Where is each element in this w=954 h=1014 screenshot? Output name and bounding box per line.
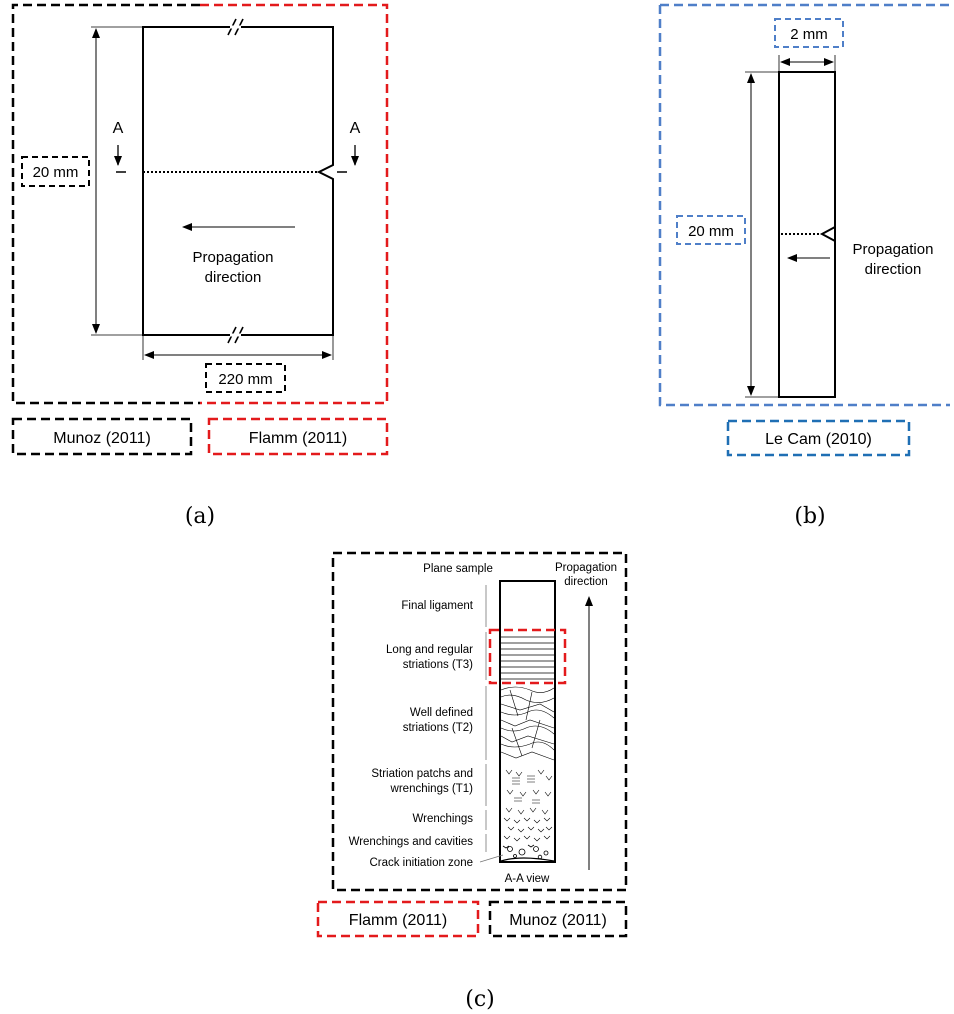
break-mark-top bbox=[227, 18, 244, 36]
height-label-box-b bbox=[676, 215, 746, 245]
zone-label-t1-1: Striation patchs and bbox=[371, 768, 473, 780]
propagation-label-b-1: Propagation bbox=[853, 241, 934, 258]
caption-a: (a) bbox=[185, 504, 215, 529]
zone-label-initiation: Crack initiation zone bbox=[369, 857, 473, 869]
source-label-lecam: Le Cam (2010) bbox=[765, 431, 872, 448]
width-label-a: 220 mm bbox=[218, 371, 272, 388]
cavities bbox=[502, 844, 549, 860]
specimen-outline-a bbox=[142, 26, 334, 336]
zone-label-wrenchings: Wrenchings bbox=[412, 813, 473, 825]
width-label-box-a bbox=[205, 363, 286, 393]
flamm-frame-a bbox=[200, 3, 389, 405]
striations-t3 bbox=[501, 636, 554, 680]
zone-label-final-ligament: Final ligament bbox=[401, 600, 473, 612]
sample-strip bbox=[499, 580, 556, 863]
lecam-frame-b bbox=[658, 3, 950, 407]
height-label-b: 20 mm bbox=[688, 223, 734, 240]
section-label-left: A bbox=[113, 120, 124, 137]
width-label-b: 2 mm bbox=[790, 26, 828, 43]
height-label-a: 20 mm bbox=[33, 164, 79, 181]
zone-label-t2-2: striations (T2) bbox=[403, 722, 473, 734]
propagation-label-a-2: direction bbox=[205, 269, 262, 286]
width-label-box-b bbox=[774, 18, 844, 48]
zone-label-t2-1: Well defined bbox=[410, 707, 473, 719]
zone-label-t3-1: Long and regular bbox=[386, 644, 473, 656]
munoz-frame-a bbox=[11, 3, 200, 405]
source-box-munoz-c bbox=[488, 900, 628, 938]
source-label-flamm-c: Flamm (2011) bbox=[349, 912, 447, 929]
zone-label-cavities: Wrenchings and cavities bbox=[349, 836, 474, 848]
section-label-right: A bbox=[350, 120, 361, 137]
panel-c: Plane sample Propagation direction bbox=[316, 551, 628, 1012]
caption-c: (c) bbox=[465, 987, 495, 1012]
zone-label-t1-2: wrenchings (T1) bbox=[390, 783, 474, 795]
caption-b: (b) bbox=[794, 504, 825, 529]
source-label-flamm-a: Flamm (2011) bbox=[249, 430, 347, 447]
source-box-flamm-c bbox=[316, 900, 480, 938]
source-box-munoz-a bbox=[11, 417, 193, 456]
propagation-label-c-1: Propagation bbox=[555, 562, 617, 574]
panel-a: A A 20 mm 220 mm Propagation direction M… bbox=[11, 3, 389, 529]
wrenchings bbox=[503, 817, 553, 842]
break-mark-bottom bbox=[227, 326, 244, 344]
propagation-label-b-2: direction bbox=[865, 261, 922, 278]
source-box-flamm-a bbox=[207, 417, 389, 456]
source-label-munoz-a: Munoz (2011) bbox=[53, 430, 151, 447]
panel-b: 2 mm 20 mm Propagation direction Le Cam … bbox=[658, 3, 950, 529]
zone-label-t3-2: striations (T3) bbox=[403, 659, 473, 671]
propagation-label-a-1: Propagation bbox=[193, 249, 274, 266]
crack-initiation-mark bbox=[500, 857, 555, 862]
propagation-label-c-2: direction bbox=[564, 576, 607, 588]
source-label-munoz-c: Munoz (2011) bbox=[509, 912, 607, 929]
height-label-box-a bbox=[21, 156, 90, 187]
source-box-lecam bbox=[726, 419, 911, 457]
zone-brackets bbox=[479, 585, 504, 863]
munoz-frame-c bbox=[331, 551, 628, 892]
flamm-highlight-c bbox=[488, 628, 567, 685]
aa-view-label: A-A view bbox=[505, 873, 550, 885]
striations-t2 bbox=[500, 686, 555, 761]
plane-sample-label: Plane sample bbox=[423, 563, 493, 575]
striation-patches-t1 bbox=[505, 769, 553, 815]
